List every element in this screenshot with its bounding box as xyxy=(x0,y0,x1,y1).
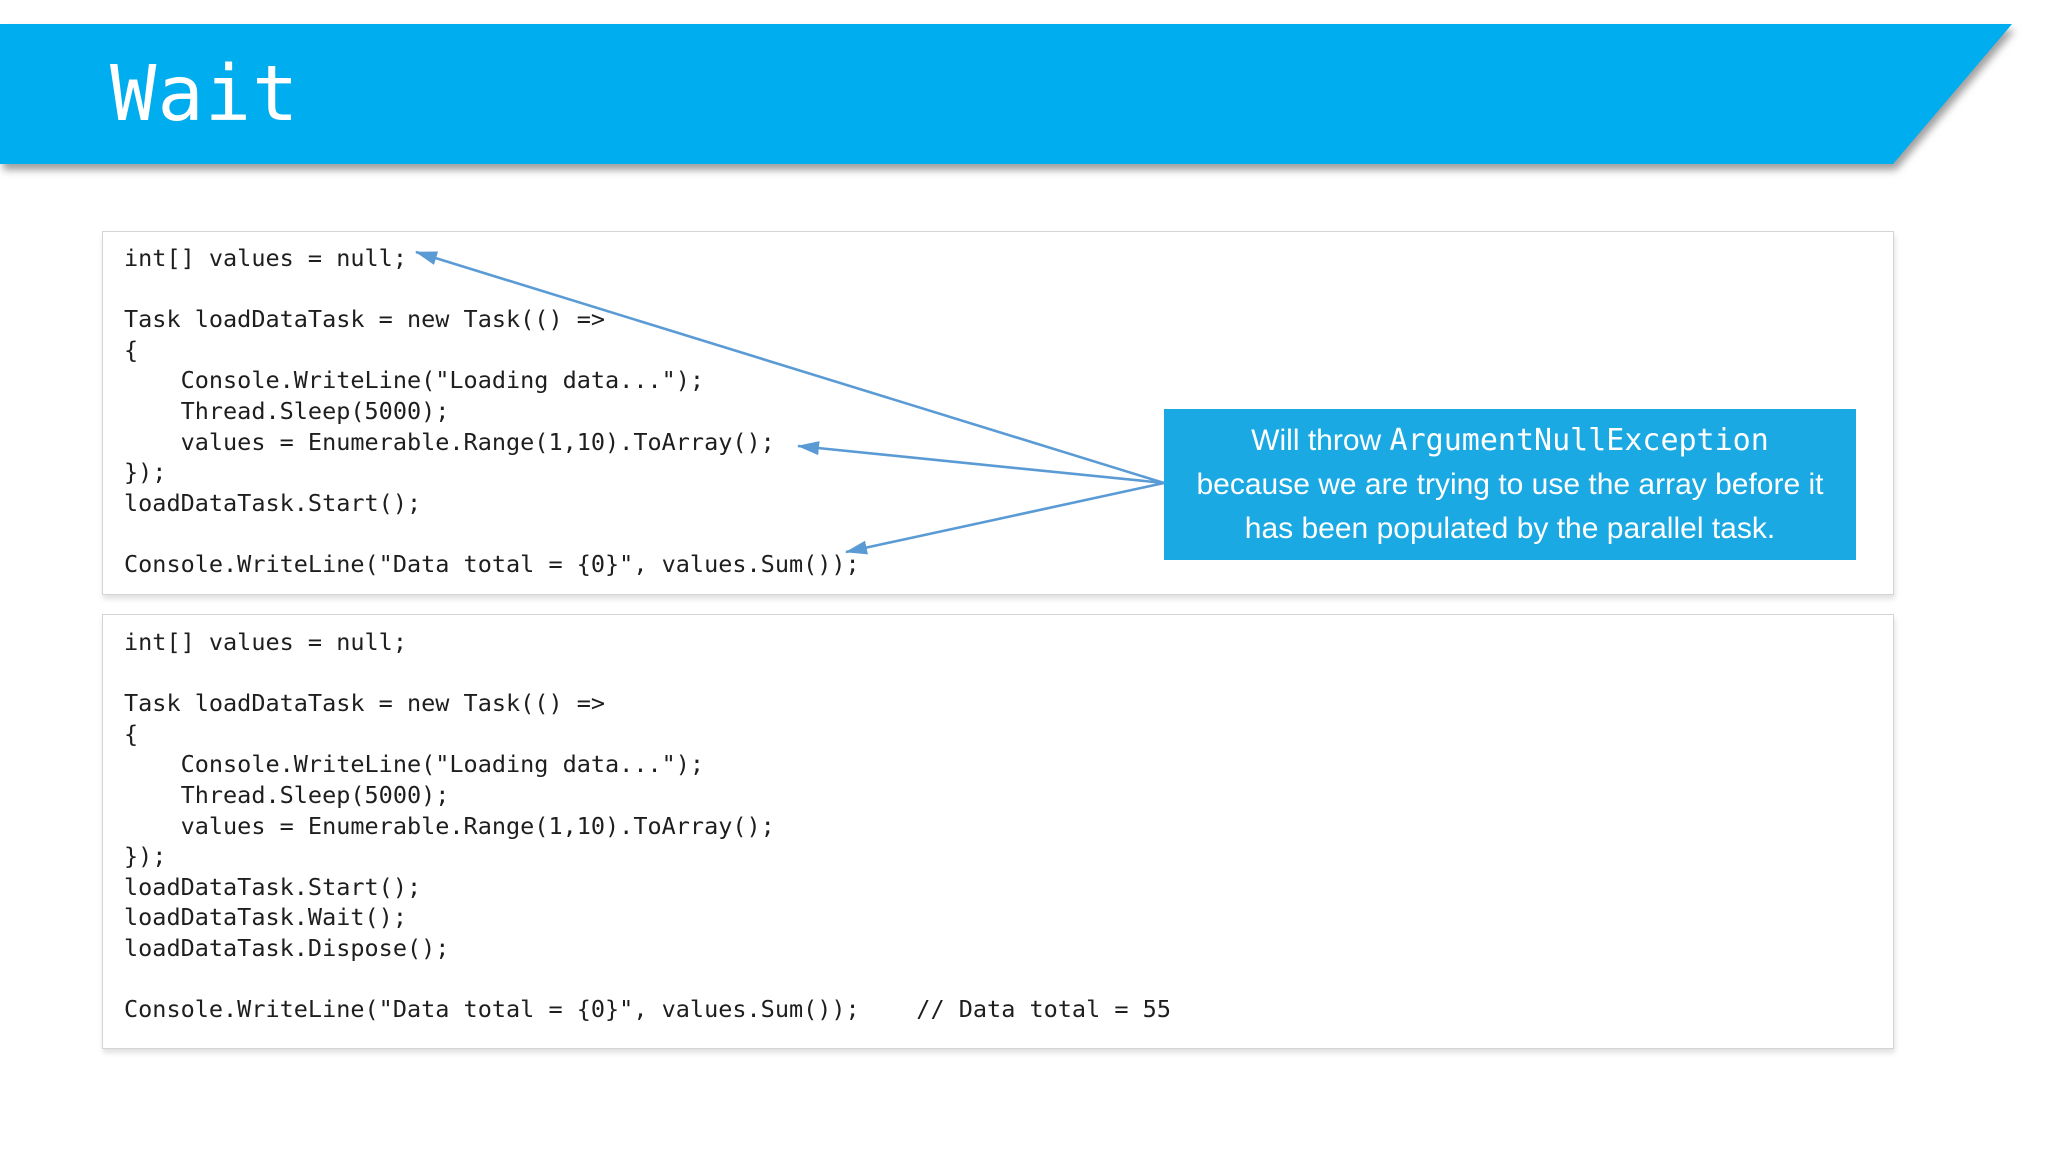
code-line: Thread.Sleep(5000); xyxy=(124,396,450,425)
callout-text-line: has been populated by the parallel task. xyxy=(1244,511,1776,545)
code-line: }); xyxy=(124,842,167,871)
code-line: { xyxy=(124,719,139,748)
code-line: Thread.Sleep(5000); xyxy=(124,780,450,809)
callout-exception-name: ArgumentNullException xyxy=(1389,422,1769,458)
code-line: loadDataTask.Start(); xyxy=(124,488,422,517)
code-line: Console.WriteLine("Data total = {0}", va… xyxy=(124,549,860,578)
code-line: loadDataTask.Dispose(); xyxy=(124,933,450,962)
code-line: Console.WriteLine("Data total = {0}", va… xyxy=(124,995,1171,1024)
code-line: Task loadDataTask = new Task(() => xyxy=(124,689,606,718)
code-line: values = Enumerable.Range(1,10).ToArray(… xyxy=(124,811,775,840)
code-line: loadDataTask.Start(); xyxy=(124,872,422,901)
callout-box: Will throw ArgumentNullException because… xyxy=(1164,409,1856,560)
title-banner-shape: Wait xyxy=(0,24,2012,164)
code-line: Console.WriteLine("Loading data..."); xyxy=(124,366,705,395)
code-line: Console.WriteLine("Loading data..."); xyxy=(124,750,705,779)
callout-text: Will throw xyxy=(1251,423,1390,457)
code-block-with-wait: int[] values = null; Task loadDataTask =… xyxy=(102,614,1894,1049)
callout-text-line: Will throw ArgumentNullException xyxy=(1251,419,1769,463)
code-line: }); xyxy=(124,458,167,487)
code-line xyxy=(124,658,1883,689)
code-line xyxy=(124,274,1883,305)
code-line: { xyxy=(124,335,139,364)
title-banner: Wait xyxy=(0,24,2048,164)
code-line xyxy=(124,964,1883,995)
callout-text-line: because we are trying to use the array b… xyxy=(1196,467,1824,501)
code-line: int[] values = null; xyxy=(124,244,407,272)
code-line: Task loadDataTask = new Task(() => xyxy=(124,305,606,334)
code-line: loadDataTask.Wait(); xyxy=(124,903,407,932)
code-line: int[] values = null; xyxy=(124,628,407,656)
page-title: Wait xyxy=(110,49,300,139)
